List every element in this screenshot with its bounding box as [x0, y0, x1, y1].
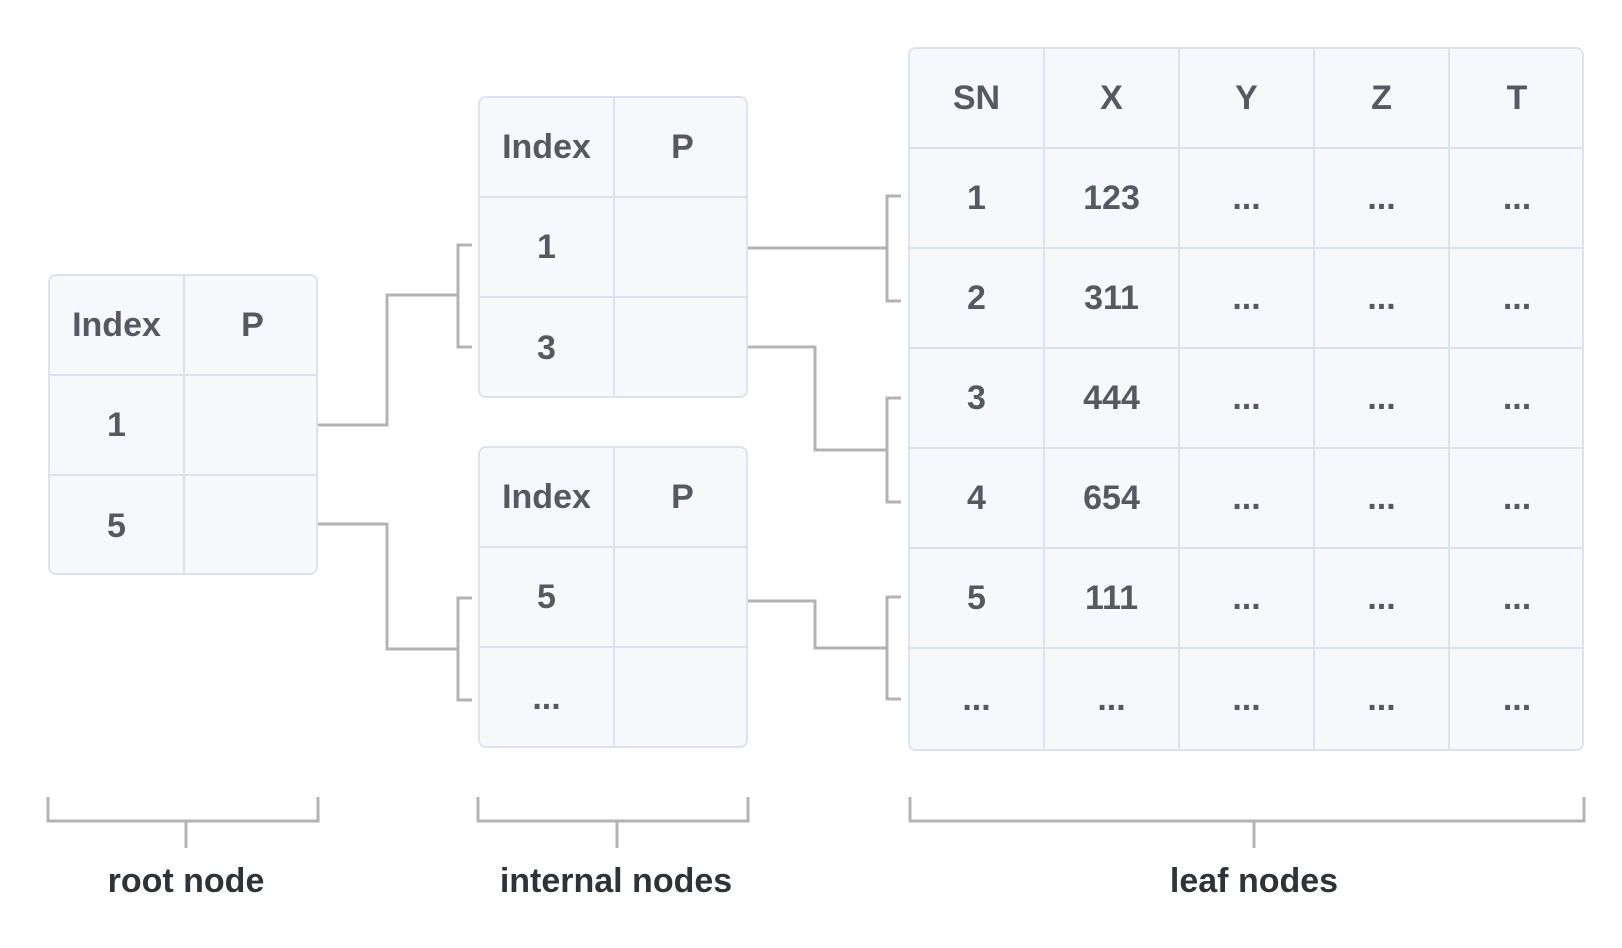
- internal-header-p: P: [615, 448, 746, 548]
- bracket-leaf-3: [885, 396, 901, 504]
- leaf-node-table: SN X Y Z T 1 123 ... ... ... 2 311 ... .…: [908, 47, 1584, 751]
- leaf-header-x: X: [1045, 49, 1180, 149]
- internal-cell-index: ...: [480, 648, 615, 746]
- internal-cell-index: 1: [480, 198, 615, 298]
- leaf-cell: 444: [1045, 349, 1180, 449]
- leaf-cell: 5: [910, 549, 1045, 649]
- leaf-cell: ...: [1315, 149, 1450, 249]
- root-cell-index: 1: [50, 376, 185, 476]
- leaf-cell: 111: [1045, 549, 1180, 649]
- internal-cell-pointer: [615, 648, 746, 746]
- internal-node-table: Index P 5 ...: [478, 446, 748, 748]
- leaf-cell: ...: [1502, 679, 1532, 718]
- leaf-cell: 311: [1045, 249, 1180, 349]
- root-node-label: root node: [107, 862, 265, 900]
- bracket-leaf-5: [885, 595, 901, 701]
- bracket-leaf-section: [908, 797, 1586, 848]
- leaf-nodes-label: leaf nodes: [1169, 862, 1339, 900]
- bracket-internal-1: [456, 243, 472, 349]
- leaf-header-z: Z: [1315, 49, 1450, 149]
- leaf-cell: ...: [1315, 449, 1450, 549]
- leaf-header-y: Y: [1180, 49, 1315, 149]
- leaf-cell: ...: [1450, 349, 1582, 449]
- internal-cell-pointer: [615, 298, 746, 396]
- bracket-internal-section: [476, 797, 750, 848]
- leaf-cell: ...: [1180, 649, 1315, 749]
- internal-node-table: Index P 1 3: [478, 96, 748, 398]
- root-cell-pointer: [185, 376, 316, 476]
- leaf-cell: ...: [1180, 549, 1315, 649]
- leaf-cell: 2: [910, 249, 1045, 349]
- leaf-cell: ...: [910, 649, 1045, 749]
- root-cell-index: 5: [50, 476, 185, 573]
- leaf-cell: ...: [1180, 149, 1315, 249]
- leaf-cell: 4: [910, 449, 1045, 549]
- leaf-cell: ...: [1450, 149, 1582, 249]
- internal-nodes-label: internal nodes: [499, 862, 733, 900]
- root-cell-pointer: [185, 476, 316, 573]
- leaf-cell: ...: [1450, 449, 1582, 549]
- leaf-cell: 123: [1045, 149, 1180, 249]
- leaf-cell: ...: [1180, 449, 1315, 549]
- internal-cell-pointer: [615, 548, 746, 648]
- leaf-cell: ...: [1315, 249, 1450, 349]
- leaf-header-t: T: [1450, 49, 1582, 149]
- leaf-header-sn: SN: [910, 49, 1045, 149]
- connector-root-1: [288, 293, 458, 427]
- leaf-cell: ...: [1180, 349, 1315, 449]
- leaf-cell: ...: [1450, 249, 1582, 349]
- leaf-cell: ...: [1180, 249, 1315, 349]
- bracket-internal-2: [456, 596, 472, 702]
- internal-cell-index: 3: [480, 298, 615, 396]
- bracket-root-section: [46, 797, 320, 848]
- root-node-table: Index P 1 5: [48, 274, 318, 575]
- internal-cell-index: 5: [480, 548, 615, 648]
- internal-cell-pointer: [615, 198, 746, 298]
- leaf-cell: ...: [1315, 549, 1450, 649]
- connector-root-5: [288, 522, 458, 651]
- leaf-cell: 3: [910, 349, 1045, 449]
- leaf-cell: ...: [1315, 349, 1450, 449]
- leaf-cell: ...: [1315, 649, 1450, 749]
- root-header-p: P: [185, 276, 316, 376]
- leaf-cell: ...: [1045, 649, 1180, 749]
- leaf-cell: 1: [910, 149, 1045, 249]
- bracket-leaf-1: [885, 194, 901, 303]
- leaf-cell: ...: [1450, 549, 1582, 649]
- root-header-index: Index: [50, 276, 185, 376]
- internal-header-index: Index: [480, 98, 615, 198]
- internal-header-index: Index: [480, 448, 615, 548]
- leaf-cell: 654: [1045, 449, 1180, 549]
- internal-header-p: P: [615, 98, 746, 198]
